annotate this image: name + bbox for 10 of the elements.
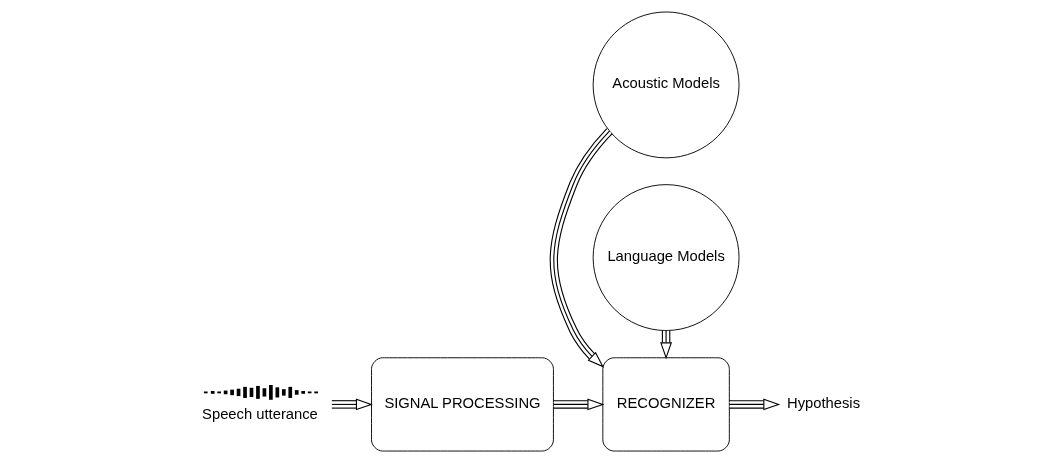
node-circle: Language Models — [592, 184, 739, 331]
node-circle: Acoustic Models — [592, 11, 739, 159]
node-box: RECOGNIZER — [601, 357, 730, 452]
arrow — [330, 398, 373, 411]
arrow — [549, 127, 613, 368]
arrow — [728, 398, 780, 411]
node-label: Speech utterance — [201, 405, 318, 422]
arrow — [552, 398, 604, 411]
node-text: Hypothesis — [786, 394, 860, 411]
node-box: SIGNAL PROCESSING — [370, 357, 554, 452]
